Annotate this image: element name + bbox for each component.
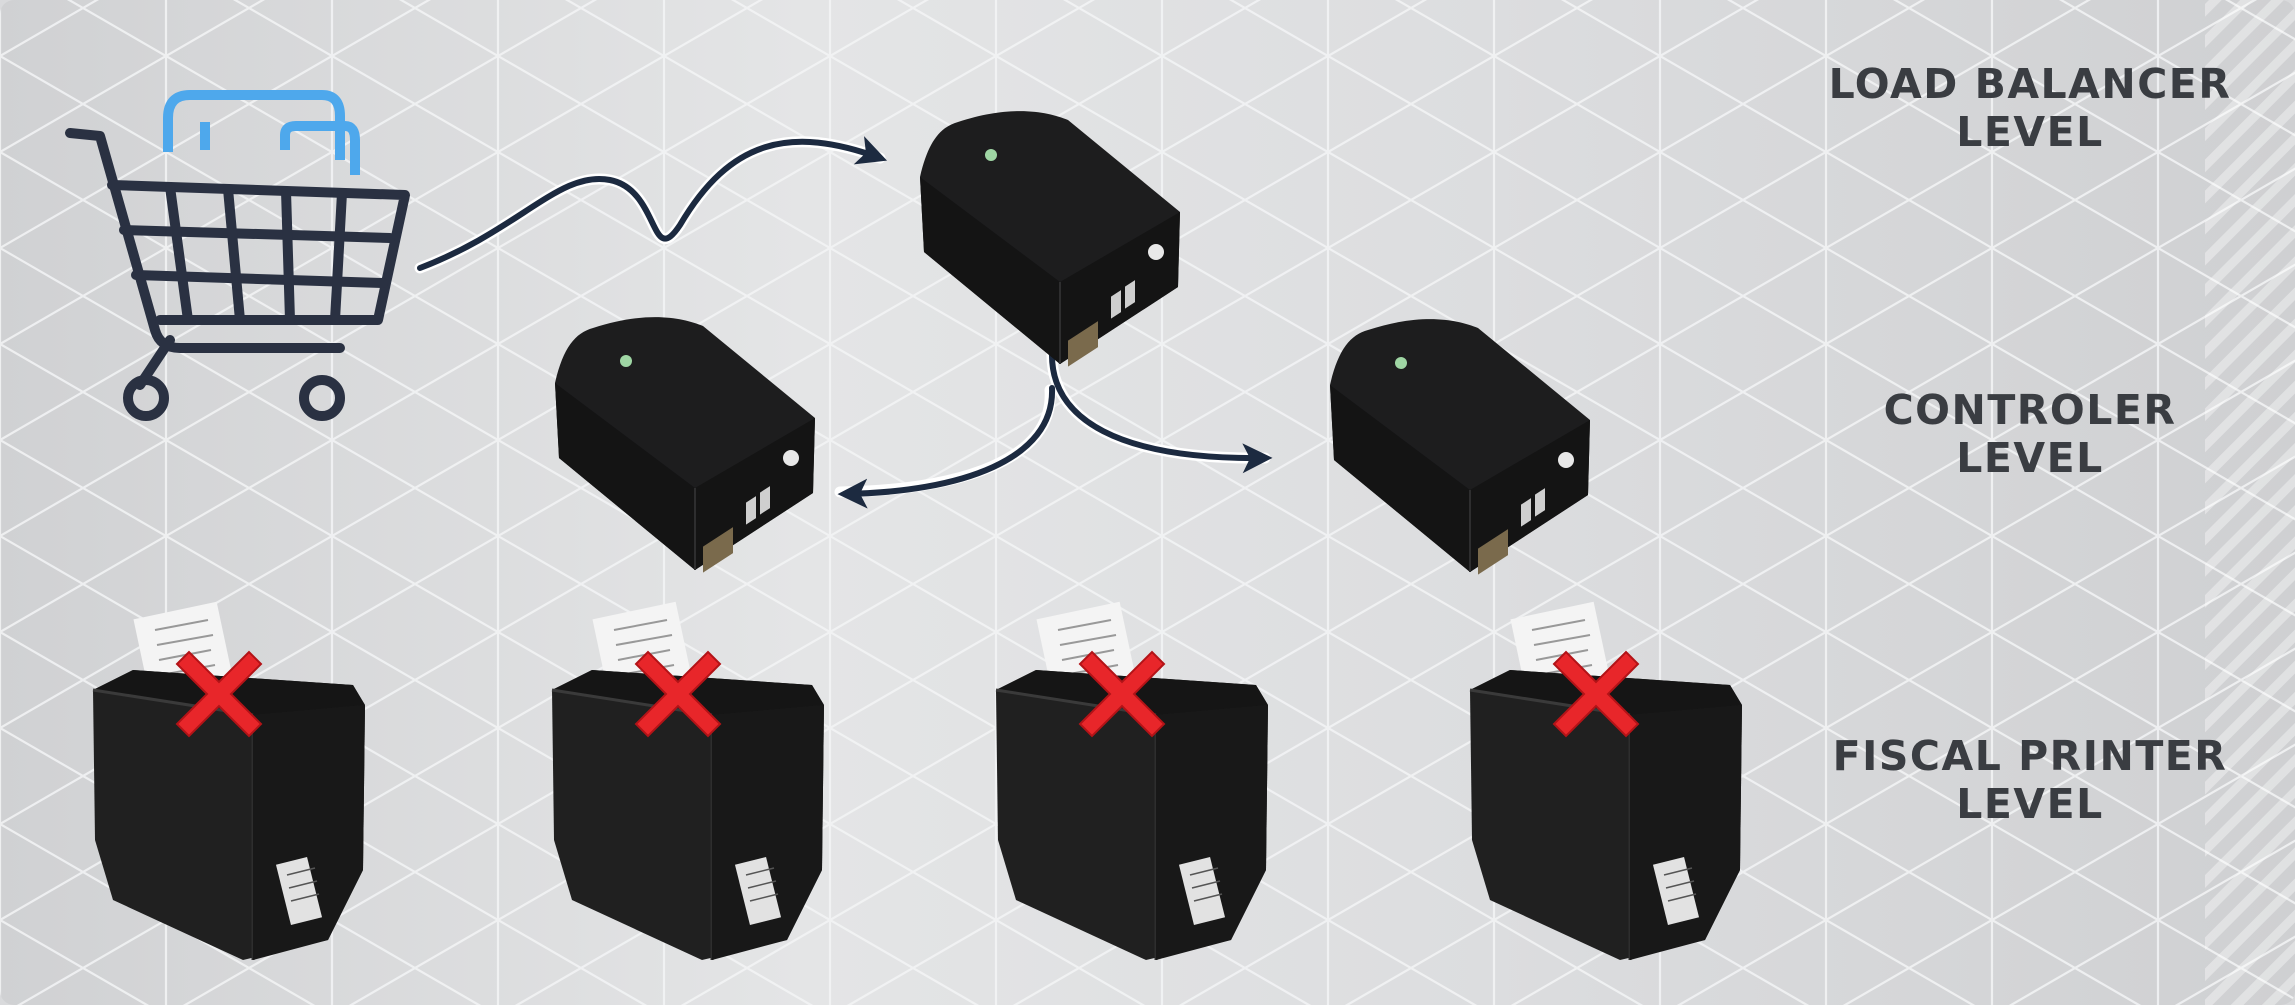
load-balancer-level-label: LOAD BALANCER LEVEL: [1820, 60, 2240, 156]
label-line-1: FISCAL PRINTER: [1832, 732, 2228, 780]
controller-device-left: [554, 316, 816, 574]
load-balancer-device: [919, 110, 1181, 368]
shopping-cart-icon: [65, 90, 410, 421]
label-line-2: LEVEL: [1956, 108, 2104, 156]
controller-level-label: CONTROLER LEVEL: [1820, 386, 2240, 482]
controller-device-right: [1329, 318, 1591, 576]
arrow-to-controller-right: [1048, 349, 1273, 474]
label-line-2: LEVEL: [1956, 780, 2104, 828]
fiscal-printer-level-label: FISCAL PRINTER LEVEL: [1820, 732, 2240, 828]
flow-arrows: [414, 136, 1273, 509]
label-line-1: LOAD BALANCER: [1828, 60, 2232, 108]
fiscal-printer-1: [91, 600, 367, 962]
label-line-2: LEVEL: [1956, 434, 2104, 482]
arrow-to-controller-left: [837, 385, 1056, 509]
label-line-1: CONTROLER: [1883, 386, 2177, 434]
fiscal-printer-3: [994, 600, 1270, 962]
arrow-cart-to-load-balancer: [417, 136, 888, 271]
fiscal-printer-2: [550, 600, 826, 962]
fiscal-printer-4: [1468, 600, 1744, 962]
